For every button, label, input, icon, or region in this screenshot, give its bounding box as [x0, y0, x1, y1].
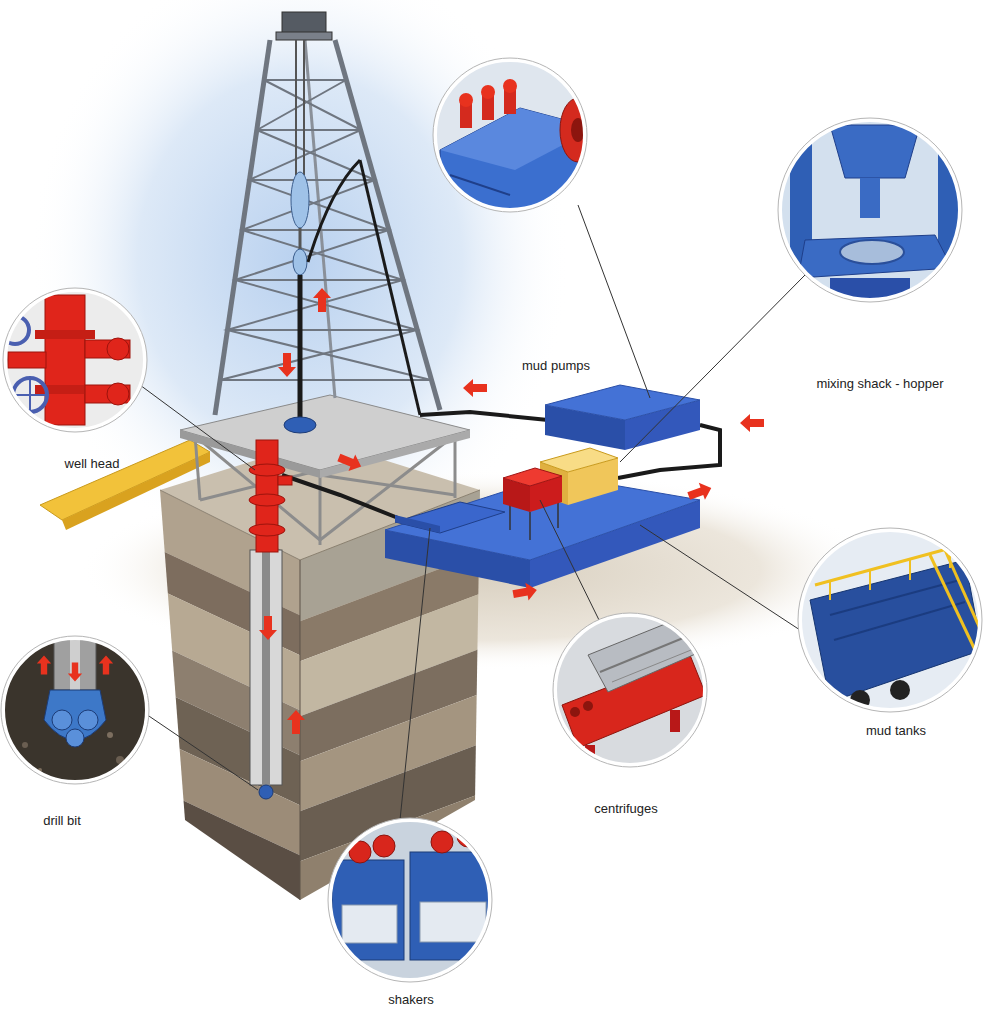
derrick: [215, 12, 440, 415]
mud-pump-box: [545, 385, 700, 450]
mud-tank-callout: [795, 525, 984, 715]
hopper-callout: [775, 115, 965, 308]
part-label: mud pumps: [520, 358, 592, 374]
part-label: mud tanks: [864, 723, 928, 739]
drill-bit-callout: [0, 635, 150, 785]
wellhead-string: [249, 440, 292, 799]
shaker-callout: [328, 818, 494, 983]
leader-lines: [140, 205, 805, 820]
part-label: drill bit: [41, 813, 83, 829]
part-label: centrifuges: [592, 801, 660, 817]
mud-tank-block: [385, 475, 700, 588]
part-label: well head: [63, 456, 122, 472]
part-label: mixing shack - hopper: [814, 376, 945, 392]
mud-pump-callout: [430, 55, 596, 218]
centrifuge-box: [503, 468, 562, 540]
wellhead-callout: [0, 285, 150, 435]
catwalk: [40, 440, 210, 530]
rig-floor: [180, 395, 470, 478]
drill-line: [284, 40, 420, 433]
background-glow: [30, 0, 880, 670]
centrifuge-callout: [550, 610, 710, 770]
part-label: shakers: [386, 992, 436, 1008]
